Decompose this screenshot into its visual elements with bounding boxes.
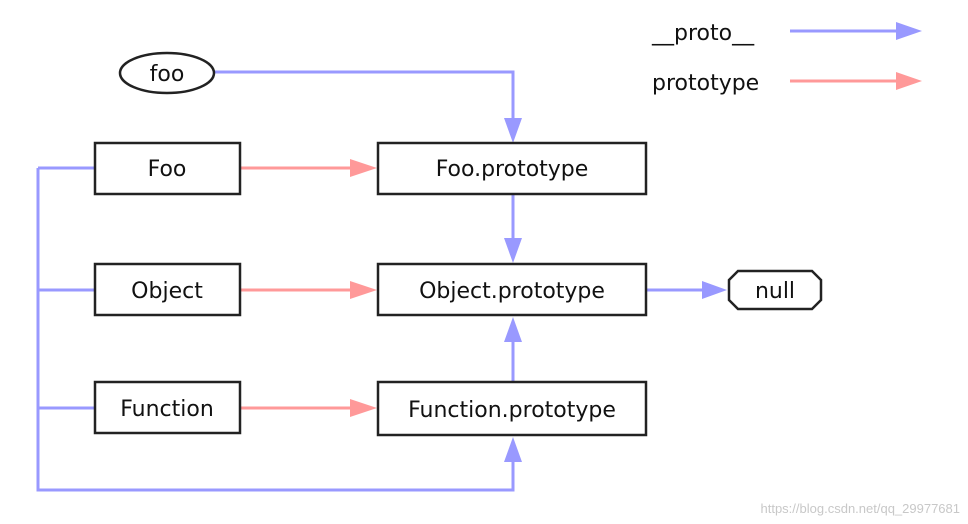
prototype-connectors (241, 159, 377, 417)
node-object-prototype: Object.prototype (376, 262, 648, 317)
legend-prototype-label: prototype (652, 71, 759, 96)
legend-prototype-arrowhead (896, 72, 922, 90)
foo-instance-label: foo (150, 62, 185, 87)
foo-constructor-box (93, 141, 242, 196)
node-object-constructor: Object (93, 262, 242, 317)
legend: __proto__ prototype (651, 21, 922, 96)
null-octagon (727, 269, 823, 311)
object-prototype-box (376, 262, 648, 317)
function-constructor-box (93, 380, 242, 435)
legend-proto-label: __proto__ (651, 21, 755, 46)
node-null: null (727, 269, 823, 311)
proto-arrowhead-object-prototype-top (504, 238, 522, 263)
function-prototype-box (376, 380, 648, 437)
proto-connectors (36, 70, 727, 492)
proto-edge-foo-to-foo-prototype (214, 70, 515, 122)
function-prototype-label: Function.prototype (408, 398, 616, 423)
proto-bus-to-function-prototype (36, 168, 515, 492)
node-foo-instance: foo (118, 51, 216, 95)
node-function-constructor: Function (93, 380, 242, 435)
function-constructor-label: Function (120, 397, 214, 422)
node-foo-prototype: Foo.prototype (376, 141, 648, 196)
object-prototype-label: Object.prototype (419, 279, 605, 304)
foo-constructor-label: Foo (148, 157, 187, 182)
foo-prototype-box (376, 141, 648, 196)
proto-arrowhead-null (702, 281, 727, 299)
proto-arrowhead-object-prototype-bottom (504, 317, 522, 342)
legend-proto-arrowhead (896, 22, 922, 40)
node-function-prototype: Function.prototype (376, 380, 648, 437)
prototype-arrowhead-foo (350, 159, 377, 177)
node-foo-constructor: Foo (93, 141, 242, 196)
null-label: null (755, 279, 795, 304)
prototype-arrowhead-object (350, 281, 377, 299)
proto-arrowhead-foo-prototype (504, 118, 522, 143)
proto-arrowhead-function-prototype (504, 437, 522, 462)
foo-prototype-label: Foo.prototype (436, 157, 589, 182)
object-constructor-box (93, 262, 242, 317)
object-constructor-label: Object (131, 279, 203, 304)
prototype-arrowhead-function (350, 399, 377, 417)
foo-instance-ellipse (118, 51, 216, 95)
watermark-text: https://blog.csdn.net/qq_29977681 (761, 501, 961, 516)
